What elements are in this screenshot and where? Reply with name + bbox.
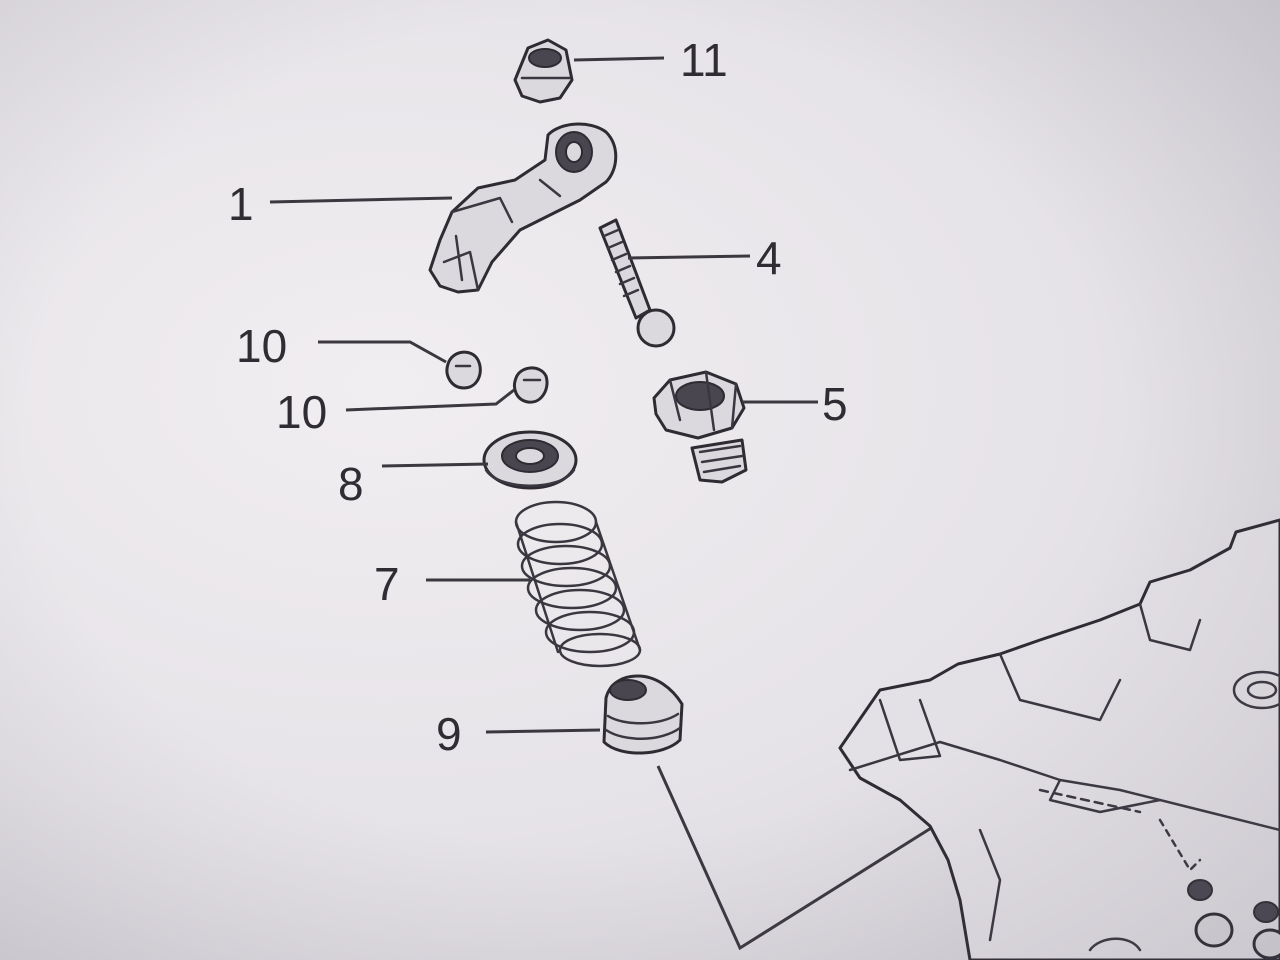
callout-10-upper: 10 [236, 320, 287, 372]
leader-line-8 [381, 462, 489, 468]
leader-line-9 [485, 728, 601, 734]
callout-9: 9 [436, 708, 462, 760]
valve-stem-seal-part [602, 674, 684, 755]
callout-11: 11 [680, 34, 728, 86]
valve-keeper-lower-part [513, 366, 549, 404]
leader-line-11 [573, 56, 665, 62]
callout-5: 5 [822, 378, 848, 430]
callout-4: 4 [756, 232, 782, 284]
spring-retainer-part [482, 430, 578, 490]
adjusting-screw-part [598, 218, 676, 348]
valve-keeper-upper-part [445, 350, 482, 390]
callout-7: 7 [374, 558, 400, 610]
leader-line-1 [269, 196, 453, 204]
valve-spring-part [514, 500, 642, 668]
leader-line-10-lower [345, 388, 515, 412]
rocker-arm-part [428, 122, 618, 294]
leader-line-10-upper [318, 340, 447, 364]
lock-nut-part [652, 370, 748, 484]
cylinder-head-assembly [838, 518, 1280, 960]
callout-1: 1 [228, 178, 254, 230]
callout-8: 8 [338, 458, 364, 510]
callout-10-lower: 10 [276, 386, 327, 438]
leader-line-4 [627, 254, 751, 260]
flange-nut-part [513, 38, 574, 104]
